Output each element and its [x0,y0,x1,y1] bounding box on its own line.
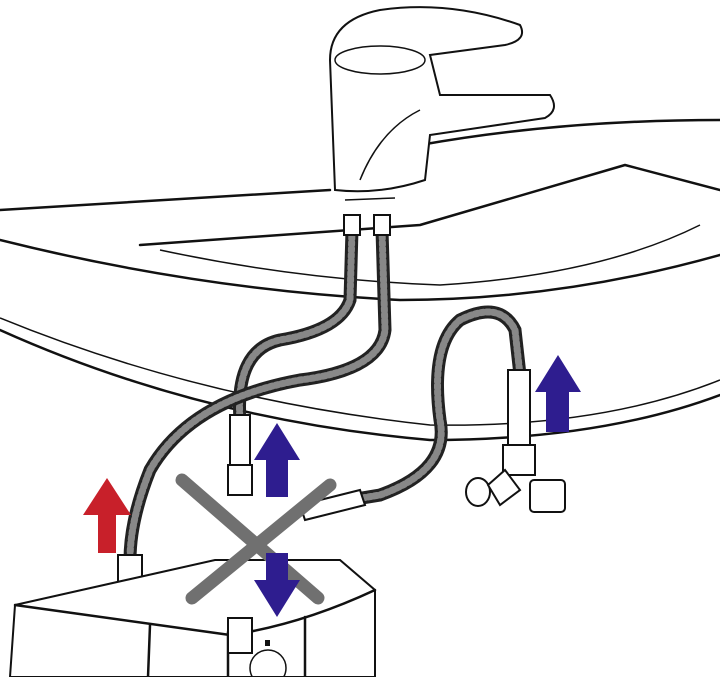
cold-inlet-arrow-up-icon [535,355,581,432]
temperature-dial [249,649,287,677]
hot-flow-arrow-up-icon [83,478,131,553]
cross-mark [175,473,337,605]
cold-flow-arrow-down-icon [254,553,300,617]
water-heater [8,559,377,677]
faucet [328,6,555,201]
braided-hoses [117,214,527,611]
dial-mark [265,640,270,646]
cold-flow-arrow-up-icon [254,423,300,497]
angle-valve [465,369,566,513]
sink [0,118,720,442]
